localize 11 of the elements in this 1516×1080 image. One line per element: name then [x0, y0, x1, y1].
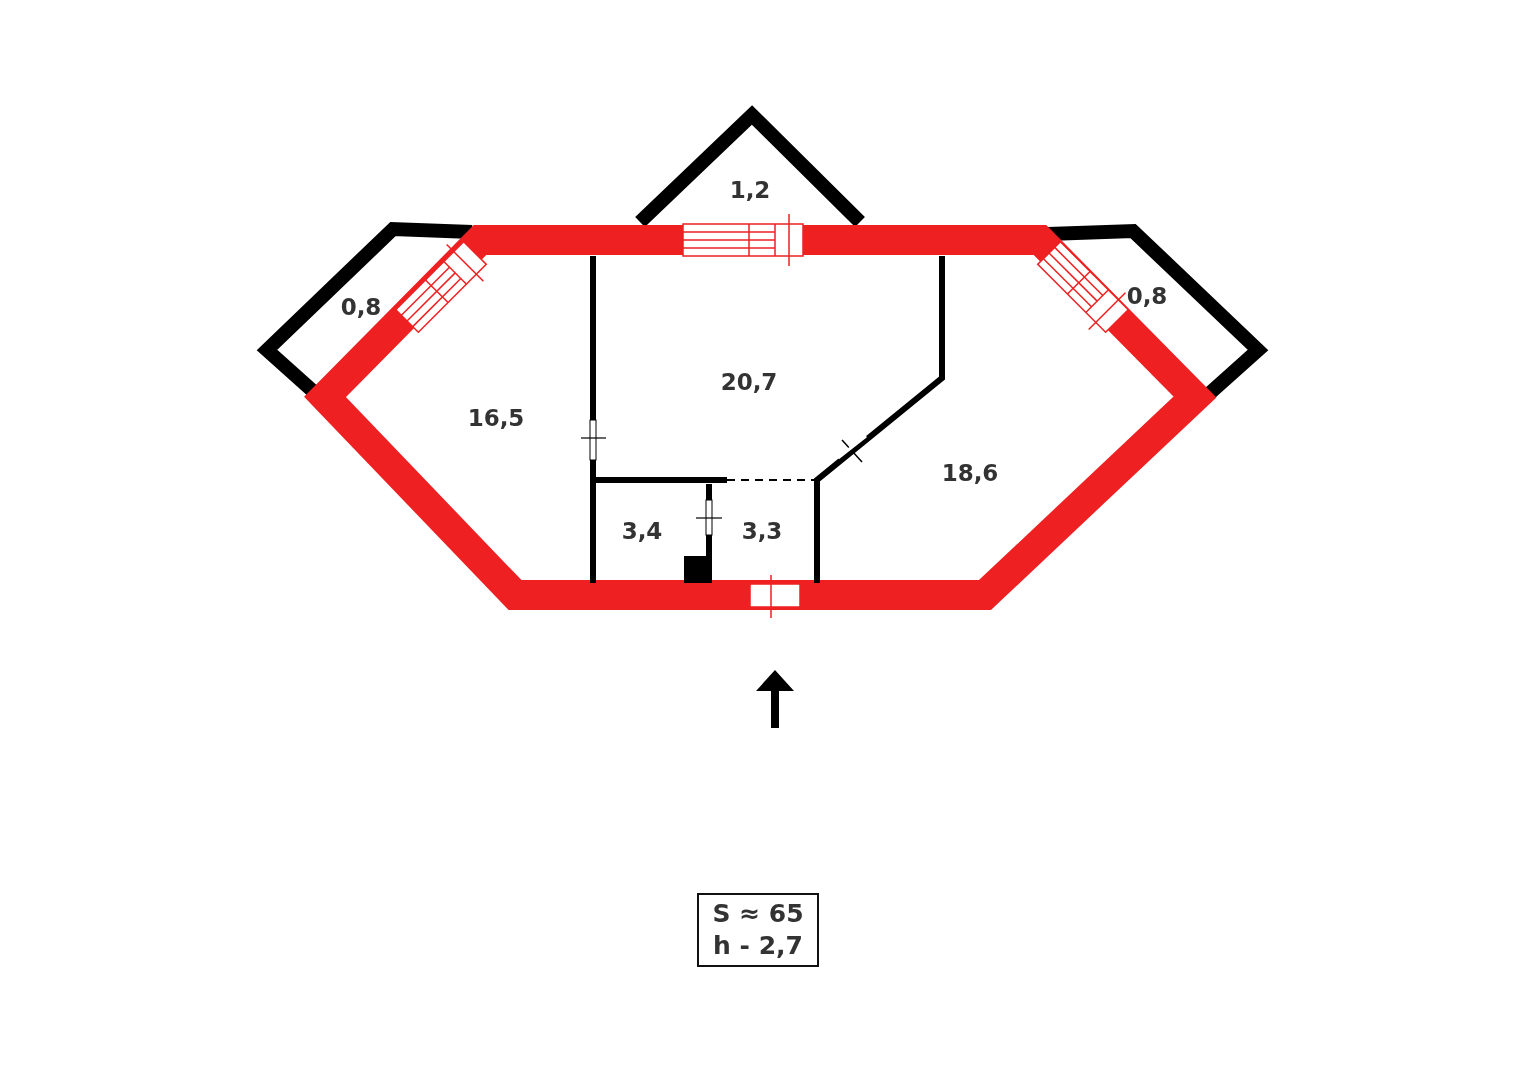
area-info-box — [697, 893, 819, 967]
room-area-label: 18,6 — [941, 460, 999, 486]
room-area-label: 0,8 — [1126, 283, 1168, 309]
room-area-label: 1,2 — [729, 177, 771, 203]
room-area-label: 3,3 — [741, 518, 783, 544]
ceiling-height-text: h - 2,7 — [713, 930, 803, 962]
room-area-label: 16,5 — [467, 405, 525, 431]
room-area-label: 3,4 — [621, 518, 663, 544]
room-area-label: 20,7 — [720, 369, 778, 395]
room-area-label: 0,8 — [340, 294, 382, 320]
total-area-text: S ≈ 65 — [712, 898, 804, 930]
